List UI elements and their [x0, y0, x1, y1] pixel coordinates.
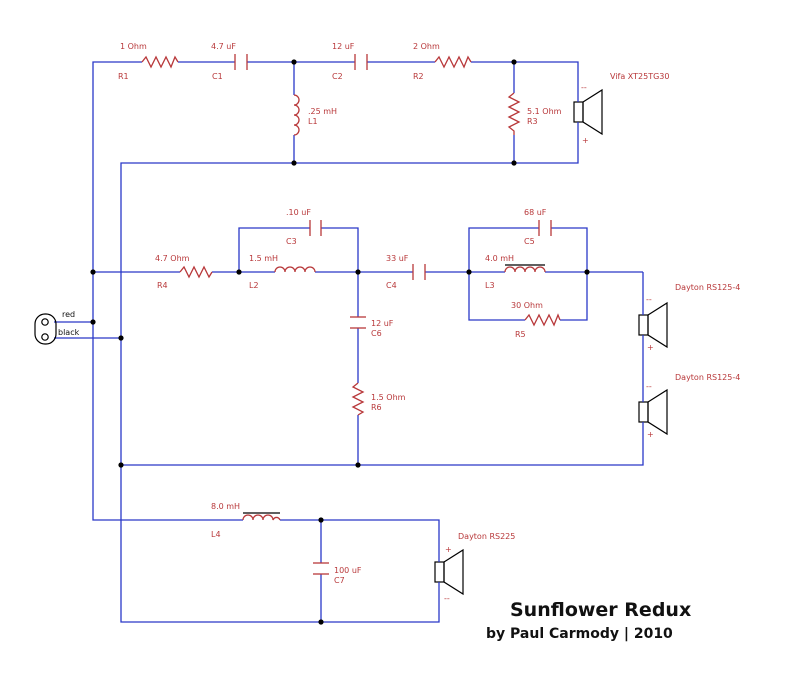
inductor-l4: [242, 512, 281, 521]
r4-ref: R4: [157, 281, 168, 290]
capacitor-c3: [309, 220, 322, 236]
mid1-minus: --: [646, 295, 652, 304]
r3-value: 5.1 Ohm: [527, 107, 562, 116]
input-terminal-icon: [34, 313, 57, 345]
r6-ref: R6: [371, 403, 382, 412]
l4-value: 8.0 mH: [211, 502, 240, 511]
wiring: [54, 61, 644, 623]
c5-ref: C5: [524, 237, 535, 246]
resistor-r1: [141, 55, 179, 69]
woofer-minus: --: [444, 594, 450, 603]
capacitor-c4: [412, 264, 426, 280]
c2-value: 12 uF: [332, 42, 355, 51]
terminal-labels: red black: [58, 310, 80, 337]
c1-value: 4.7 uF: [211, 42, 236, 51]
c6-ref: C6: [371, 329, 382, 338]
r6-value: 1.5 Ohm: [371, 393, 406, 402]
c6-value: 12 uF: [371, 319, 394, 328]
r5-value: 30 Ohm: [511, 301, 543, 310]
terminal-red-label: red: [62, 310, 75, 319]
speaker-labels: Vifa XT25TG30 Dayton RS125-4 Dayton RS12…: [458, 72, 740, 541]
c1-ref: C1: [212, 72, 223, 81]
l1-value: .25 mH: [308, 107, 337, 116]
mid2-plus: +: [647, 430, 654, 439]
schematic-title: Sunflower Redux: [510, 599, 691, 621]
woofer-plus: +: [445, 545, 452, 554]
polarity-marks: -- + -- + -- + + --: [444, 83, 654, 603]
resistor-r3: [507, 92, 521, 135]
capacitor-c5: [538, 220, 552, 236]
c5-value: 68 uF: [524, 208, 547, 217]
inductor-l3: [504, 264, 546, 273]
mid2-label: Dayton RS125-4: [675, 373, 740, 382]
component-labels: 1 Ohm R1 4.7 uF C1 12 uF C2 2 Ohm R2 .25…: [118, 42, 562, 585]
c3-ref: C3: [286, 237, 297, 246]
r2-value: 2 Ohm: [413, 42, 440, 51]
tweeter-label: Vifa XT25TG30: [610, 72, 669, 81]
schematic-byline: by Paul Carmody | 2010: [486, 626, 673, 642]
r2-ref: R2: [413, 72, 424, 81]
r5-ref: R5: [515, 330, 526, 339]
l4-ref: L4: [211, 530, 221, 539]
r1-value: 1 Ohm: [120, 42, 147, 51]
mid1-label: Dayton RS125-4: [675, 283, 740, 292]
capacitor-c6: [350, 316, 366, 329]
c4-value: 33 uF: [386, 254, 409, 263]
woofer-label: Dayton RS225: [458, 532, 515, 541]
c2-ref: C2: [332, 72, 343, 81]
inductor-l1: [293, 94, 300, 136]
capacitor-c7: [313, 562, 329, 575]
c7-ref: C7: [334, 576, 345, 585]
l3-ref: L3: [485, 281, 495, 290]
junction-dots: [90, 59, 590, 625]
l1-ref: L1: [308, 117, 318, 126]
c3-value: .10 uF: [286, 208, 311, 217]
title-block: Sunflower Redux by Paul Carmody | 2010: [486, 599, 691, 642]
mid1-plus: +: [647, 343, 654, 352]
mid2-minus: --: [646, 382, 652, 391]
tweeter-plus: +: [582, 136, 589, 145]
l3-value: 4.0 mH: [485, 254, 514, 263]
capacitor-c1: [234, 54, 248, 70]
resistor-r5: [524, 313, 561, 327]
r1-ref: R1: [118, 72, 129, 81]
r4-value: 4.7 Ohm: [155, 254, 190, 263]
c7-value: 100 uF: [334, 566, 362, 575]
resistor-r2: [434, 55, 472, 69]
l2-ref: L2: [249, 281, 259, 290]
terminal-black-label: black: [58, 328, 80, 337]
capacitor-c2: [354, 54, 368, 70]
inductor-l2: [274, 266, 316, 273]
resistor-r4: [179, 265, 213, 279]
r3-ref: R3: [527, 117, 538, 126]
c4-ref: C4: [386, 281, 397, 290]
tweeter-minus: --: [581, 83, 587, 92]
l2-value: 1.5 mH: [249, 254, 278, 263]
resistor-r6: [351, 382, 365, 416]
